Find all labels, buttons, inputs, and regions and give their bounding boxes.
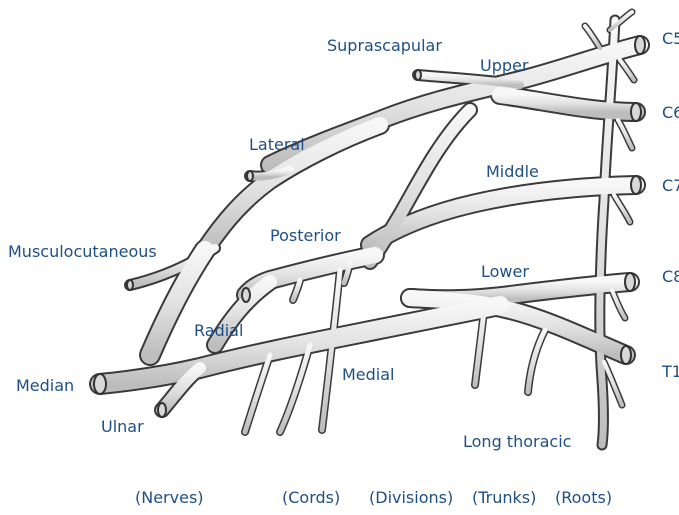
label-root-c5: C5 (662, 30, 679, 48)
nerve-cut-ends (94, 36, 645, 417)
label-lateral-cord: Lateral (249, 136, 305, 154)
label-ulnar: Ulnar (101, 418, 144, 436)
label-root-c7: C7 (662, 177, 679, 195)
column-label-roots: (Roots) (555, 489, 612, 507)
column-label-cords: (Cords) (282, 489, 340, 507)
label-long-thoracic: Long thoracic (463, 433, 571, 451)
label-root-c6: C6 (662, 104, 679, 122)
label-median: Median (16, 377, 74, 395)
column-label-trunks: (Trunks) (472, 489, 536, 507)
label-medial-cord: Medial (342, 366, 395, 384)
label-middle-trunk: Middle (486, 163, 539, 181)
label-musculocutaneous: Musculocutaneous (8, 243, 157, 261)
label-root-t1: T1 (662, 363, 679, 381)
label-root-c8: C8 (662, 268, 679, 286)
label-radial: Radial (194, 322, 243, 340)
label-posterior-cord: Posterior (270, 227, 341, 245)
label-lower-trunk: Lower (481, 263, 529, 281)
column-label-nerves: (Nerves) (135, 489, 204, 507)
column-label-divisions: (Divisions) (369, 489, 453, 507)
label-suprascapular: Suprascapular (327, 37, 442, 55)
label-upper-trunk: Upper (480, 57, 528, 75)
